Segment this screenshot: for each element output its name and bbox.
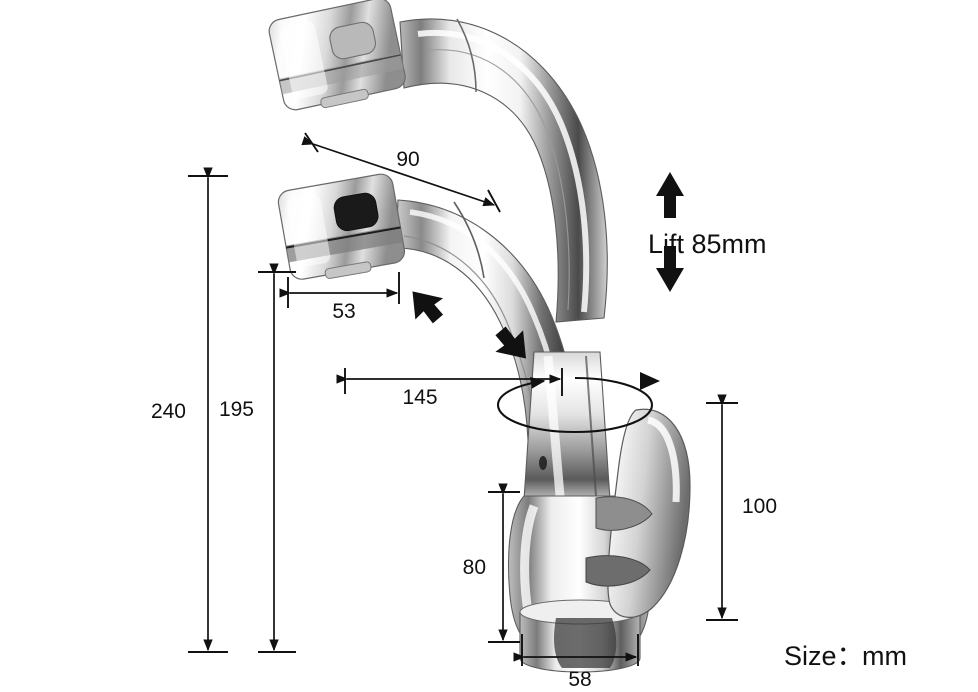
lower-tube-collar: [453, 201, 485, 279]
dim-58-label: 58: [568, 668, 591, 691]
dimension-58: 58: [513, 634, 639, 691]
upper-tube-collar: [456, 18, 477, 93]
dim-80-label: 80: [463, 556, 486, 579]
dimension-195: 195: [219, 263, 296, 653]
rotation-ellipse-path: [496, 376, 654, 434]
handle-joint-lower: [585, 555, 651, 587]
dim-100-label: 100: [742, 495, 777, 518]
upper-head-highlight: [279, 21, 328, 99]
dim-90-line: [301, 136, 496, 207]
upper-tube-shade: [429, 49, 570, 311]
unit-label: mm: [862, 641, 907, 671]
size-label: Size：: [784, 641, 864, 671]
lever-handle-highlight: [646, 416, 680, 503]
lift-annotation: Lift 85mm: [648, 172, 767, 292]
pull-out-arrow-down-right: [495, 326, 526, 359]
unit-note: Size： mm: [784, 641, 907, 671]
dimension-80: 80: [463, 483, 520, 643]
pull-out-arrows: [412, 291, 526, 359]
rotation-arrow: [496, 372, 660, 434]
dim-195-label: 195: [219, 398, 254, 421]
body-index-dot: [539, 456, 547, 470]
upper-head-outlet: [320, 88, 369, 109]
lift-label: Lift 85mm: [648, 229, 767, 259]
dimension-90: 90: [301, 132, 501, 213]
base-shadow-facet: [554, 618, 617, 668]
rotation-arrow-right-head: [640, 372, 660, 390]
lower-head-highlight: [286, 194, 331, 267]
pull-out-arrow-up-left: [412, 291, 444, 324]
upper-spout-tube: [399, 18, 608, 323]
dimension-240: 240: [151, 167, 228, 653]
dim-240-label: 240: [151, 400, 186, 423]
body-bulb-highlight: [520, 504, 539, 613]
dim-90-label: 90: [396, 148, 419, 171]
upper-head-mode-button: [329, 21, 377, 60]
faucet-extended-position: [268, 0, 608, 323]
dimension-100: 100: [706, 394, 777, 621]
lift-arrow-up-icon: [656, 172, 684, 218]
dim-53-label: 53: [332, 300, 355, 323]
upper-tube-highlight: [417, 29, 590, 313]
dim-145-label: 145: [402, 386, 437, 409]
lower-head-outlet: [324, 261, 372, 279]
body-column: [523, 351, 611, 501]
lift-arrow-down-icon: [656, 246, 684, 292]
dimension-145: 145: [336, 368, 563, 409]
handle-joint: [595, 496, 653, 531]
dimension-53: 53: [279, 272, 400, 323]
upper-sprayer-head: [268, 0, 406, 111]
